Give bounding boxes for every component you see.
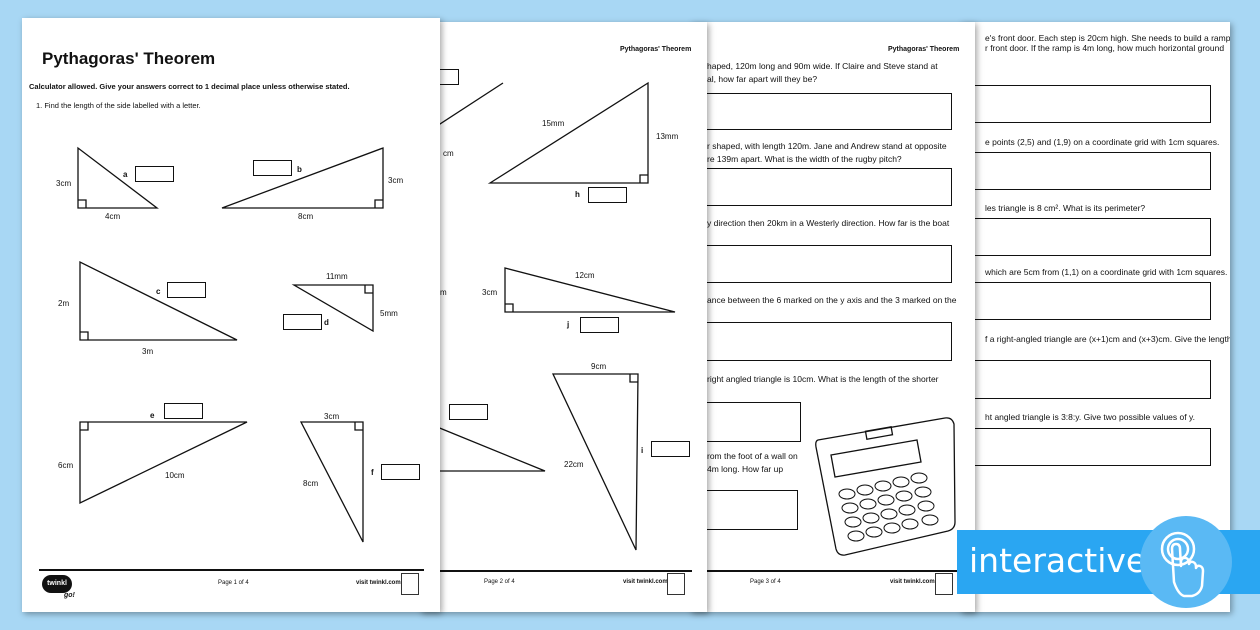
unknown-label: d <box>324 318 329 327</box>
question-text: right angled triangle is 10cm. What is t… <box>707 374 939 384</box>
quality-badge-icon <box>401 573 419 595</box>
footer-divider <box>434 570 692 572</box>
answer-box[interactable] <box>704 402 801 442</box>
answer-box[interactable] <box>704 168 952 206</box>
footer-link[interactable]: visit twinkl.com <box>623 579 668 585</box>
twinkl-logo-go: go! <box>64 592 75 599</box>
page-header: Pythagoras' Theorem <box>620 46 692 53</box>
footer-divider <box>704 570 959 572</box>
triangle-diagrams <box>420 81 676 551</box>
footer-link[interactable]: visit twinkl.com <box>356 580 401 586</box>
answer-box-partial[interactable] <box>449 404 488 420</box>
answer-box-partial[interactable] <box>437 69 459 85</box>
answer-box[interactable] <box>974 360 1211 399</box>
side-label: 10cm <box>165 471 185 480</box>
answer-box[interactable] <box>704 322 952 361</box>
unknown-label: f <box>371 468 374 477</box>
interactive-badge: interactive <box>957 516 1260 608</box>
footer-divider <box>39 569 424 571</box>
unknown-label: a <box>123 170 128 179</box>
answer-box[interactable] <box>704 245 952 283</box>
side-label: 22cm <box>564 460 584 469</box>
answer-box[interactable] <box>974 152 1211 190</box>
answer-box-h[interactable] <box>588 187 627 203</box>
answer-box[interactable] <box>974 218 1211 256</box>
answer-box[interactable] <box>704 93 952 130</box>
question-text: which are 5cm from (1,1) on a coordinate… <box>985 267 1228 277</box>
page-number: Page 1 of 4 <box>218 580 249 586</box>
answer-box-e[interactable] <box>164 403 203 419</box>
answer-box-i[interactable] <box>651 441 690 457</box>
side-label: m <box>440 288 447 297</box>
answer-box-a[interactable] <box>135 166 174 182</box>
unknown-label: j <box>567 320 570 329</box>
question-text: y direction then 20km in a Westerly dire… <box>707 218 950 228</box>
question-text: e's front door. Each step is 20cm high. … <box>985 33 1230 53</box>
answer-box[interactable] <box>704 490 798 530</box>
side-label: 8cm <box>298 212 314 221</box>
answer-box-b[interactable] <box>253 160 292 176</box>
side-label: 15mm <box>542 119 565 128</box>
side-label: 3cm <box>388 176 404 185</box>
question-text: les triangle is 8 cm². What is its perim… <box>985 203 1146 213</box>
side-label: 6cm <box>58 461 74 470</box>
unknown-label: c <box>156 287 161 296</box>
answer-box-j[interactable] <box>580 317 619 333</box>
footer-link[interactable]: visit twinkl.com <box>890 579 935 585</box>
question-text: ance between the 6 marked on the y axis … <box>707 295 957 305</box>
twinkl-logo: twinkl <box>42 575 72 593</box>
tap-hand-icon <box>1140 516 1232 608</box>
worksheet-page-3: Pythagoras' Theorem haped, 120m long and… <box>690 22 975 612</box>
side-label: 3m <box>142 347 154 356</box>
answer-box-f[interactable] <box>381 464 420 480</box>
question-text: f a right-angled triangle are (x+1)cm an… <box>985 334 1230 344</box>
page-header: Pythagoras' Theorem <box>888 46 960 53</box>
question-text: e points (2,5) and (1,9) on a coordinate… <box>985 137 1220 147</box>
worksheet-page-2: Pythagoras' Theorem cm 15mm 13mm h m 12c… <box>420 22 707 612</box>
side-label: 9cm <box>591 362 607 371</box>
page-number: Page 2 of 4 <box>484 579 515 585</box>
side-label: 3cm <box>482 288 498 297</box>
calculator-illustration <box>815 417 956 556</box>
page-number: Page 3 of 4 <box>750 579 781 585</box>
question-text: ht angled triangle is 3:8:y. Give two po… <box>985 412 1195 422</box>
triangle-diagrams <box>77 146 384 543</box>
answer-box-c[interactable] <box>167 282 206 298</box>
unknown-label: h <box>575 190 580 199</box>
unknown-label: b <box>297 165 302 174</box>
side-label: 2m <box>58 299 70 308</box>
instructions: Calculator allowed. Give your answers co… <box>29 82 350 91</box>
side-label: 13mm <box>656 132 679 141</box>
answer-box[interactable] <box>974 428 1211 466</box>
badge-label: interactive <box>969 541 1147 580</box>
answer-box[interactable] <box>974 85 1211 123</box>
unknown-label: e <box>150 411 155 420</box>
answer-box-d[interactable] <box>283 314 322 330</box>
side-label: cm <box>443 149 454 158</box>
quality-badge-icon <box>667 573 685 595</box>
question-text: r shaped, with length 120m. Jane and And… <box>707 141 947 164</box>
quality-badge-icon <box>935 573 953 595</box>
page-title: Pythagoras' Theorem <box>42 49 216 68</box>
side-label: 4cm <box>105 212 121 221</box>
answer-box[interactable] <box>974 282 1211 320</box>
question-text: 1. Find the length of the side labelled … <box>36 101 201 110</box>
worksheet-page-1: Pythagoras' Theorem Calculator allowed. … <box>22 18 440 612</box>
side-label: 12cm <box>575 271 595 280</box>
side-label: 3cm <box>324 412 340 421</box>
unknown-label: i <box>641 446 644 455</box>
side-label: 11mm <box>326 272 348 281</box>
side-label: 5mm <box>380 309 398 318</box>
side-label: 8cm <box>303 479 319 488</box>
question-text: haped, 120m long and 90m wide. If Claire… <box>707 61 938 84</box>
side-label: 3cm <box>56 179 72 188</box>
worksheet-page-4: e's front door. Each step is 20cm high. … <box>960 22 1230 612</box>
